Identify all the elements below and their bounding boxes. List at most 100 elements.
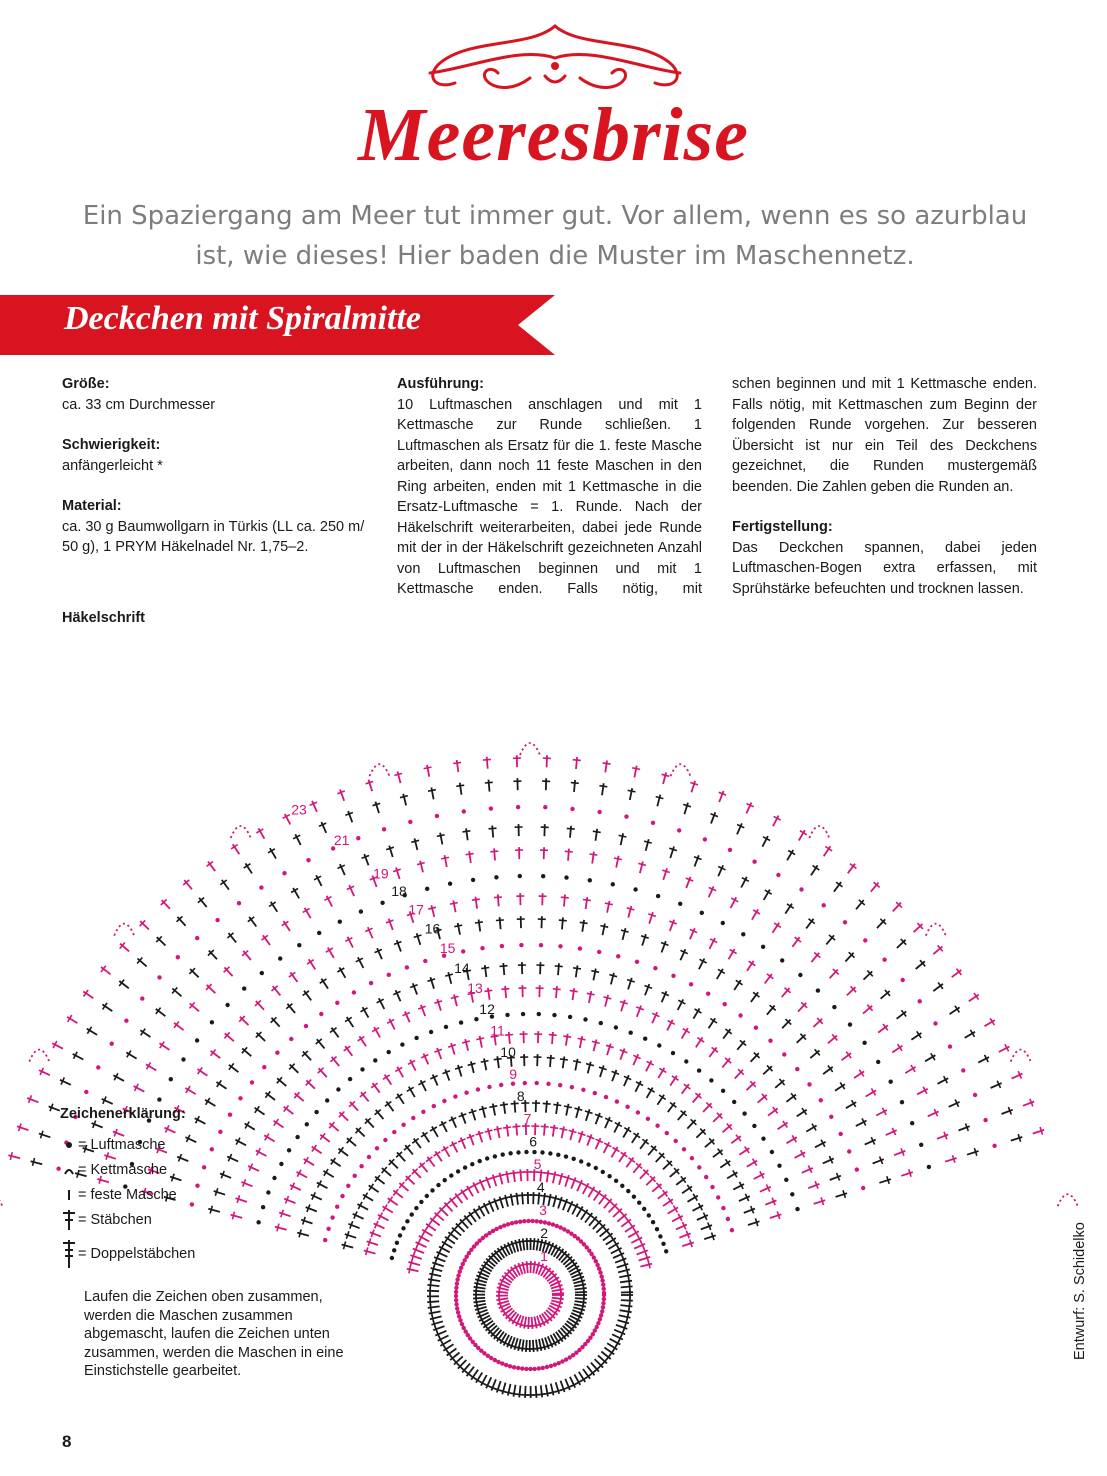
chain-stitch-mark: [392, 1248, 396, 1252]
chain-stitch-mark: [658, 1234, 662, 1238]
stitch-crossbar: [580, 922, 588, 923]
stitch-mark: [532, 1317, 533, 1329]
stitch-crossbar: [619, 835, 627, 837]
stitch-crossbar: [564, 1106, 572, 1108]
chain-stitch-mark: [651, 821, 655, 825]
chain-stitch-mark: [306, 858, 310, 862]
stitch-crossbar: [590, 854, 598, 855]
chain-stitch-mark: [395, 1241, 399, 1245]
stitch-mark: [533, 1261, 535, 1273]
chain-stitch-mark: [140, 996, 144, 1000]
chain-stitch-mark: [421, 1110, 425, 1114]
chain-stitch-mark: [598, 1270, 602, 1274]
legend-item-label: = Luftmasche: [78, 1137, 165, 1153]
picot-mark: [520, 743, 540, 755]
stitch-mark: [564, 895, 565, 907]
chain-stitch-mark: [704, 1175, 708, 1179]
chain-stitch-mark: [373, 1058, 377, 1062]
stitch-mark: [864, 971, 873, 979]
chain-stitch-mark: [429, 1030, 433, 1034]
material-value: ca. 30 g Baumwollgarn in Türkis (LL ca. …: [62, 517, 377, 558]
stitch-mark: [489, 780, 490, 792]
chain-stitch-mark: [768, 1039, 772, 1043]
chain-stitch-mark: [297, 943, 301, 947]
stitch-mark: [553, 1172, 555, 1184]
chain-stitch-mark: [516, 805, 520, 809]
stitch-mark: [427, 1301, 439, 1302]
stitch-crossbar: [553, 1104, 561, 1105]
chain-stitch-mark: [382, 827, 386, 831]
stitch-mark: [558, 963, 559, 975]
chain-stitch-mark: [558, 1083, 562, 1087]
chain-stitch-mark: [464, 1091, 468, 1095]
chain-stitch-mark: [169, 1077, 173, 1081]
chain-stitch-mark: [348, 1077, 352, 1081]
stitch-crossbar: [475, 922, 483, 923]
stitch-mark: [552, 1298, 564, 1300]
stitch-mark: [487, 757, 488, 769]
legend-title: Zeichenerklärung:: [60, 1106, 360, 1122]
chain-stitch-mark: [822, 903, 826, 907]
chain-stitch-mark: [195, 1038, 199, 1042]
chain-stitch-mark: [900, 1100, 904, 1104]
section-title: Deckchen mit Spiralmitte: [64, 300, 421, 338]
stitch-crossbar: [553, 989, 561, 990]
stitch-crossbar: [560, 1059, 568, 1060]
chain-stitch-mark: [448, 882, 452, 886]
picot-mark: [370, 764, 390, 776]
stitch-mark: [566, 1034, 568, 1046]
stitch-mark: [552, 1289, 564, 1291]
stitch-mark: [556, 986, 557, 998]
chain-stitch-mark: [721, 921, 725, 925]
chain-stitch-mark: [453, 1094, 457, 1098]
chain-stitch-mark: [579, 1159, 583, 1163]
stitch-mark: [516, 1124, 517, 1136]
chain-stitch-mark: [632, 1195, 636, 1199]
chain-stitch-mark: [455, 1282, 459, 1286]
picot-mark: [1011, 1050, 1031, 1062]
stitch-mark: [596, 829, 598, 841]
chain-stitch-mark: [401, 1226, 405, 1230]
picot-mark: [1058, 1194, 1078, 1206]
stitch-crossbar: [627, 908, 635, 910]
stitch-crossbar: [10, 1152, 12, 1160]
stitch-mark: [620, 1281, 632, 1283]
stitch-mark: [460, 783, 462, 795]
chain-stitch-mark: [553, 1363, 557, 1367]
chain-stitch-mark: [889, 1080, 893, 1084]
stitch-mark: [527, 1238, 528, 1250]
stitch-crossbar: [400, 796, 408, 798]
stitch-mark: [428, 1306, 440, 1308]
chain-stitch-mark: [682, 1147, 686, 1151]
chain-stitch-mark: [157, 1097, 161, 1101]
chain-stitch-mark: [456, 1169, 460, 1173]
chain-stitch-mark: [519, 943, 523, 947]
stitch-mark: [494, 848, 495, 860]
stitch-mark: [534, 1317, 536, 1329]
stitch-mark: [505, 986, 506, 998]
chain-stitch-mark: [601, 1170, 605, 1174]
stitch-mark: [522, 1340, 524, 1352]
chain-stitch-mark: [799, 887, 803, 891]
stitch-mark: [497, 1126, 499, 1138]
round-number: 8: [517, 1088, 525, 1104]
chain-stitch-mark: [616, 954, 620, 958]
legend-item-single: = feste Masche: [60, 1182, 360, 1207]
chain-stitch-mark: [387, 973, 391, 977]
chain-stitch-mark: [723, 1002, 727, 1006]
chain-stitch-mark: [882, 958, 886, 962]
stitch-mark: [603, 924, 605, 936]
chain-stitch-mark: [505, 1013, 509, 1017]
chain-stitch-mark: [516, 1366, 520, 1370]
chain-stitch-mark: [181, 1057, 185, 1061]
chain-stitch-mark: [594, 1166, 598, 1170]
stitch-crossbar: [505, 1035, 513, 1036]
chain-stitch-mark: [863, 938, 867, 942]
stitch-crossbar: [600, 926, 608, 928]
chain-stitch-mark: [597, 810, 601, 814]
stitch-mark: [439, 1208, 448, 1216]
legend-item-label: = Doppelstäbchen: [78, 1246, 195, 1262]
chain-stitch-mark: [588, 878, 592, 882]
stitch-crossbar: [662, 774, 670, 776]
chain-stitch-mark: [635, 960, 639, 964]
